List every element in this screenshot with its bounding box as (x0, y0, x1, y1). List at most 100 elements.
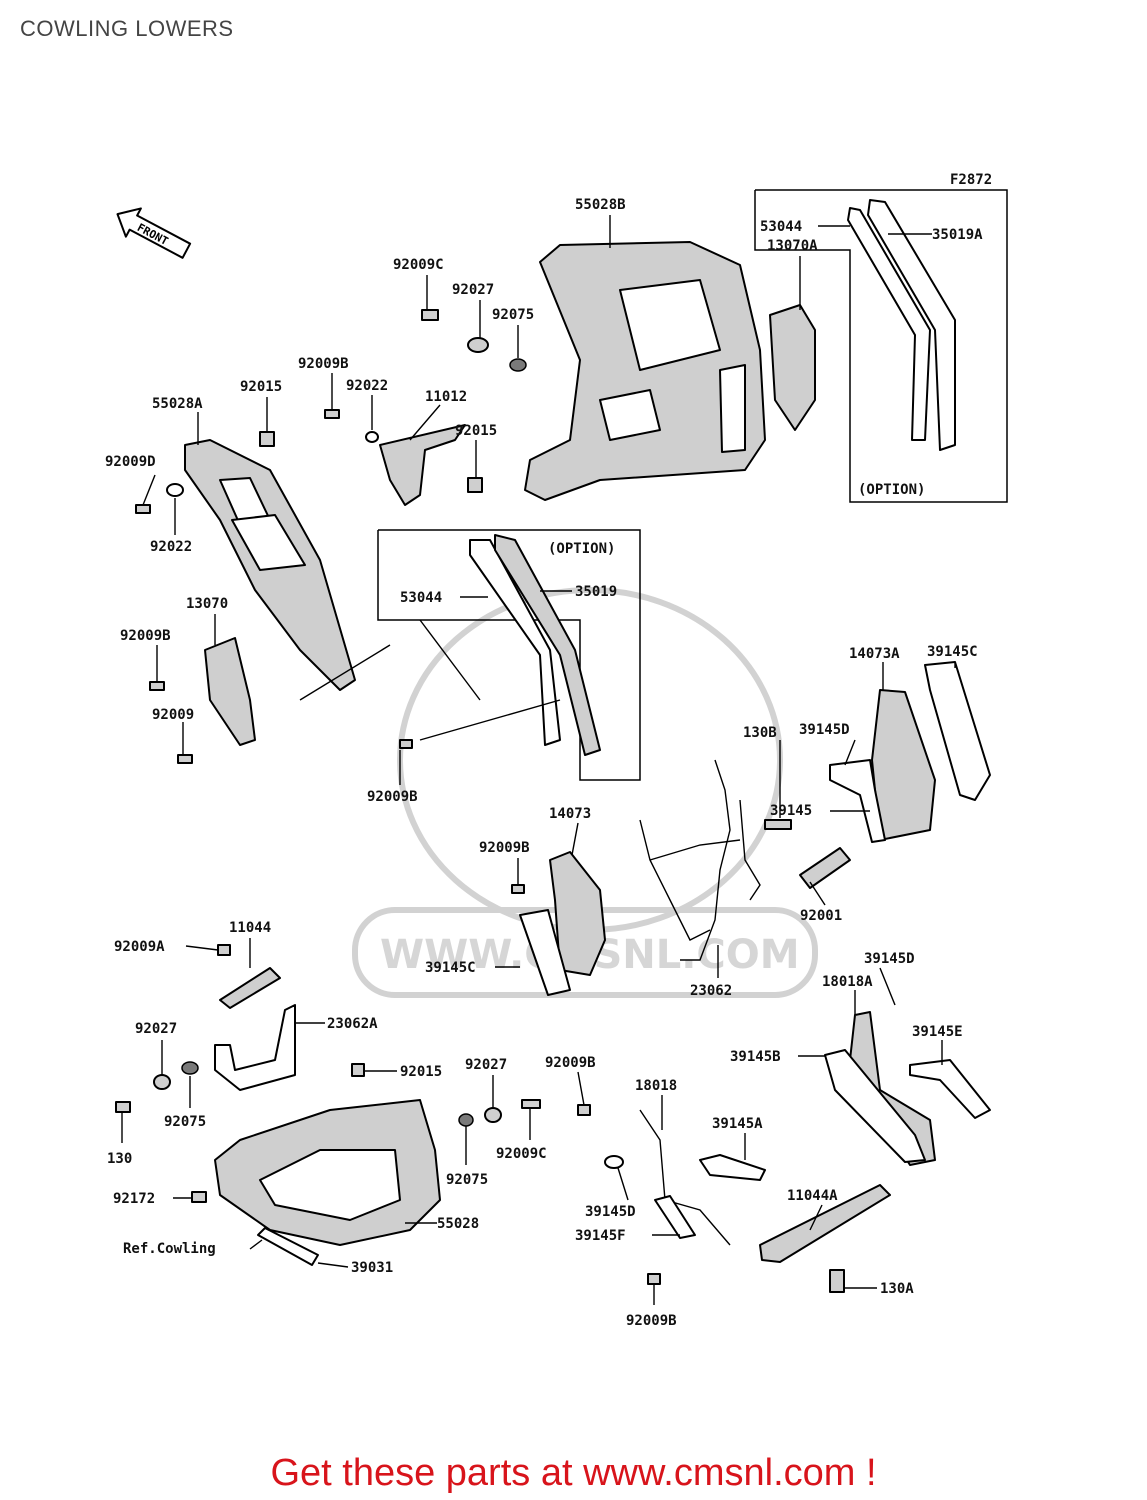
part-label: 55028 (437, 1216, 479, 1232)
part-label: 92022 (150, 539, 192, 555)
part-label: 39145B (730, 1049, 781, 1065)
part-92001-bolt (799, 847, 851, 889)
part-35019a (867, 199, 956, 451)
part-label: 39145C (425, 960, 476, 976)
part-39145-right (829, 759, 886, 843)
part-39145a (699, 1154, 766, 1181)
part-label: 18018 (635, 1078, 677, 1094)
fastener-130a (829, 1269, 845, 1293)
part-label: 53044 (400, 590, 442, 606)
figure-code: F2872 (950, 172, 992, 188)
footer-promo-link[interactable]: Get these parts at www.cmsnl.com ! (270, 1452, 877, 1494)
part-14073a (871, 689, 936, 841)
fastener-92022-left (166, 483, 184, 497)
part-label: 92009C (496, 1146, 547, 1162)
page-title: COWLING LOWERS (20, 16, 234, 41)
part-35019-middle (494, 534, 601, 756)
option-label-middle: (OPTION) (548, 541, 615, 557)
part-label: 92001 (800, 908, 842, 924)
part-label: 35019 (575, 584, 617, 600)
option-box-middle (377, 529, 641, 781)
fasteners (115, 309, 845, 1293)
part-13070 (204, 637, 256, 746)
part-labels: 55028B 53044 35019A 13070A 92009C 92027 … (105, 197, 983, 1329)
part-label: 39145D (585, 1204, 636, 1220)
part-label: 11044A (787, 1188, 838, 1204)
fastener-92015-left (259, 431, 275, 447)
part-label: 39145 (770, 803, 812, 819)
fastener-92009d (135, 504, 151, 514)
fastener-92015-lower (351, 1063, 365, 1077)
part-55028-lower-cowl (214, 1099, 441, 1246)
part-label: 39145A (712, 1116, 763, 1132)
part-label: 39031 (351, 1260, 393, 1276)
part-label: 130A (880, 1281, 914, 1297)
part-label: 130B (743, 725, 777, 741)
fastener-92172 (191, 1191, 207, 1203)
fastener-92015-right (467, 477, 483, 493)
leader-lines (121, 215, 956, 1305)
part-label: 53044 (760, 219, 802, 235)
fastener-92027-upper (467, 337, 489, 353)
part-label: 11044 (229, 920, 271, 936)
part-label: Ref.Cowling (123, 1241, 216, 1257)
part-label: 35019A (932, 227, 983, 243)
part-label: 39145F (575, 1228, 626, 1244)
part-label: 18018A (822, 974, 873, 990)
part-label: 92075 (492, 307, 534, 323)
part-label: 92009B (120, 628, 171, 644)
part-label: 130 (107, 1151, 132, 1167)
part-label: 39145D (864, 951, 915, 967)
part-label: 92009D (105, 454, 156, 470)
fastener-92009a (217, 944, 231, 956)
part-39145f (654, 1195, 696, 1239)
part-11044 (219, 967, 281, 1009)
part-label: 13070A (767, 238, 818, 254)
part-label: 92075 (164, 1114, 206, 1130)
fastener-92009b-lower (577, 1104, 591, 1116)
part-label: 11012 (425, 389, 467, 405)
part-label: 14073 (549, 806, 591, 822)
part-label: 92009B (626, 1313, 677, 1329)
part-label: 92009B (479, 840, 530, 856)
fastener-92075-left (181, 1061, 199, 1075)
part-39145b (824, 1049, 926, 1163)
fastener-92022-upper (365, 431, 379, 443)
fastener-39145d-lower (604, 1155, 624, 1169)
option-label-upper: (OPTION) (858, 482, 925, 498)
fastener-92009c-upper (421, 309, 439, 321)
part-label: 39145C (927, 644, 978, 660)
part-label: 92015 (400, 1064, 442, 1080)
fastener-92075-upper (509, 358, 527, 372)
part-label: 92009B (298, 356, 349, 372)
part-14073 (549, 851, 606, 976)
part-label: 92015 (240, 379, 282, 395)
fastener-92027-lower (484, 1107, 502, 1123)
fastener-92009b-middle (399, 739, 413, 749)
fastener-92009c-lower (521, 1099, 541, 1109)
part-11044a (759, 1184, 891, 1263)
part-label: 55028A (152, 396, 203, 412)
part-39031 (257, 1227, 319, 1266)
fastener-92009b-bottom (647, 1273, 661, 1285)
part-label: 92022 (346, 378, 388, 394)
part-label: 55028B (575, 197, 626, 213)
fastener-130b (764, 819, 792, 830)
fastener-92009b-left (149, 681, 165, 691)
fastener-92027-left (153, 1074, 171, 1090)
part-label: 92009A (114, 939, 165, 955)
option-box-upper (754, 189, 1008, 503)
part-53044-upper (847, 207, 931, 441)
front-arrow-icon: FRONT (116, 207, 192, 259)
part-label: 92009B (545, 1055, 596, 1071)
part-55028b-upper-cowl (524, 241, 766, 501)
part-label: 14073A (849, 646, 900, 662)
part-11012 (379, 424, 466, 506)
fastener-92009 (177, 754, 193, 764)
part-label: 39145D (799, 722, 850, 738)
part-13070a (769, 304, 816, 431)
part-label: 92009C (393, 257, 444, 273)
part-label: 23062A (327, 1016, 378, 1032)
part-label: 92009B (367, 789, 418, 805)
